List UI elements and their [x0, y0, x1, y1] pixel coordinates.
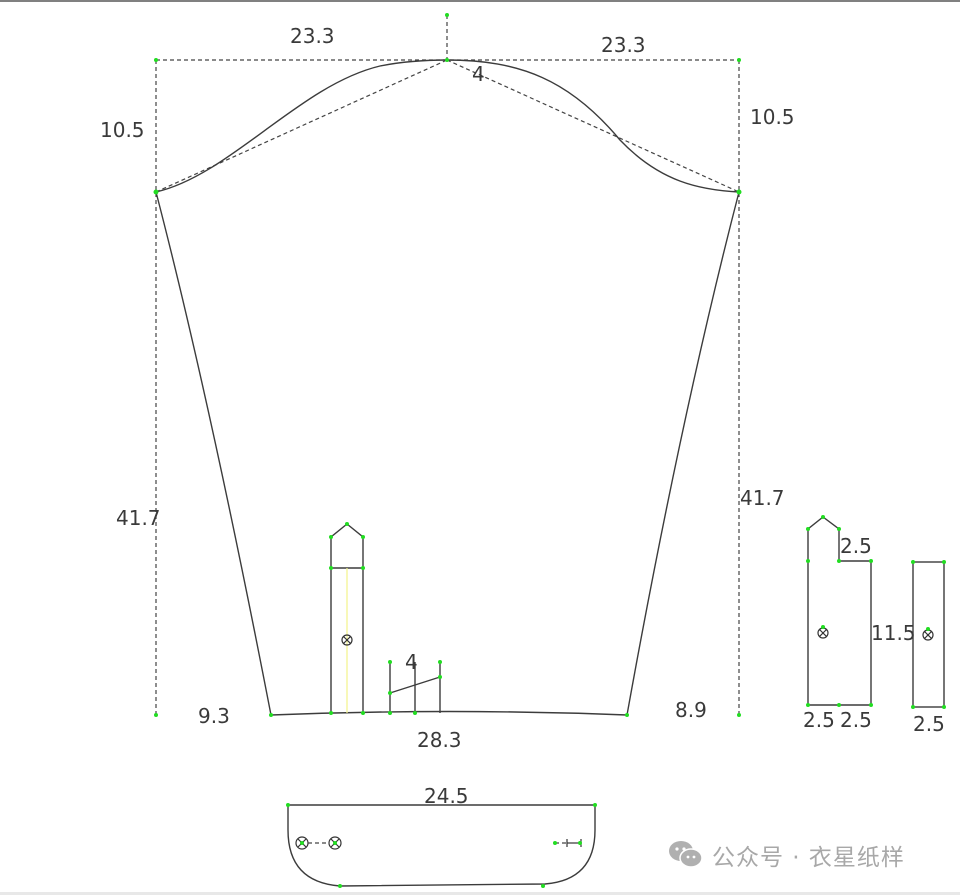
sleeve-piece: [153, 13, 742, 717]
placket-strip-piece: [911, 560, 946, 709]
guide-lines: [155, 15, 740, 715]
cuff-piece: [286, 803, 597, 888]
left-length-label: 41.7: [116, 506, 161, 530]
watermark-text: 公众号 · 衣星纸样: [712, 845, 905, 871]
cap-right-width-label: 23.3: [601, 33, 646, 57]
wechat-icon: [669, 841, 703, 868]
placket-height-label: 11.5: [871, 621, 916, 645]
placket-piece: [806, 515, 873, 707]
hem-width-label: 28.3: [417, 728, 462, 752]
cap-ease-label: 4: [472, 62, 485, 86]
hem-right-offset-label: 8.9: [675, 698, 707, 722]
right-length-label: 41.7: [740, 486, 785, 510]
placket-strip-width-label: 2.5: [913, 712, 945, 736]
cap-left-width-label: 23.3: [290, 24, 335, 48]
cuff-width-label: 24.5: [424, 784, 469, 808]
placket-top-step-label: 2.5: [840, 534, 872, 558]
bottom-border: [0, 892, 960, 895]
cap-left-height-label: 10.5: [100, 118, 145, 142]
watermark: 公众号 · 衣星纸样: [668, 838, 905, 872]
hem-left-offset-label: 9.3: [198, 704, 230, 728]
top-border: [0, 0, 960, 2]
pleat-label: 4: [405, 650, 418, 674]
cap-right-height-label: 10.5: [750, 105, 795, 129]
placket-bottom-left-label: 2.5: [803, 708, 835, 732]
placket-bottom-right-label: 2.5: [840, 708, 872, 732]
